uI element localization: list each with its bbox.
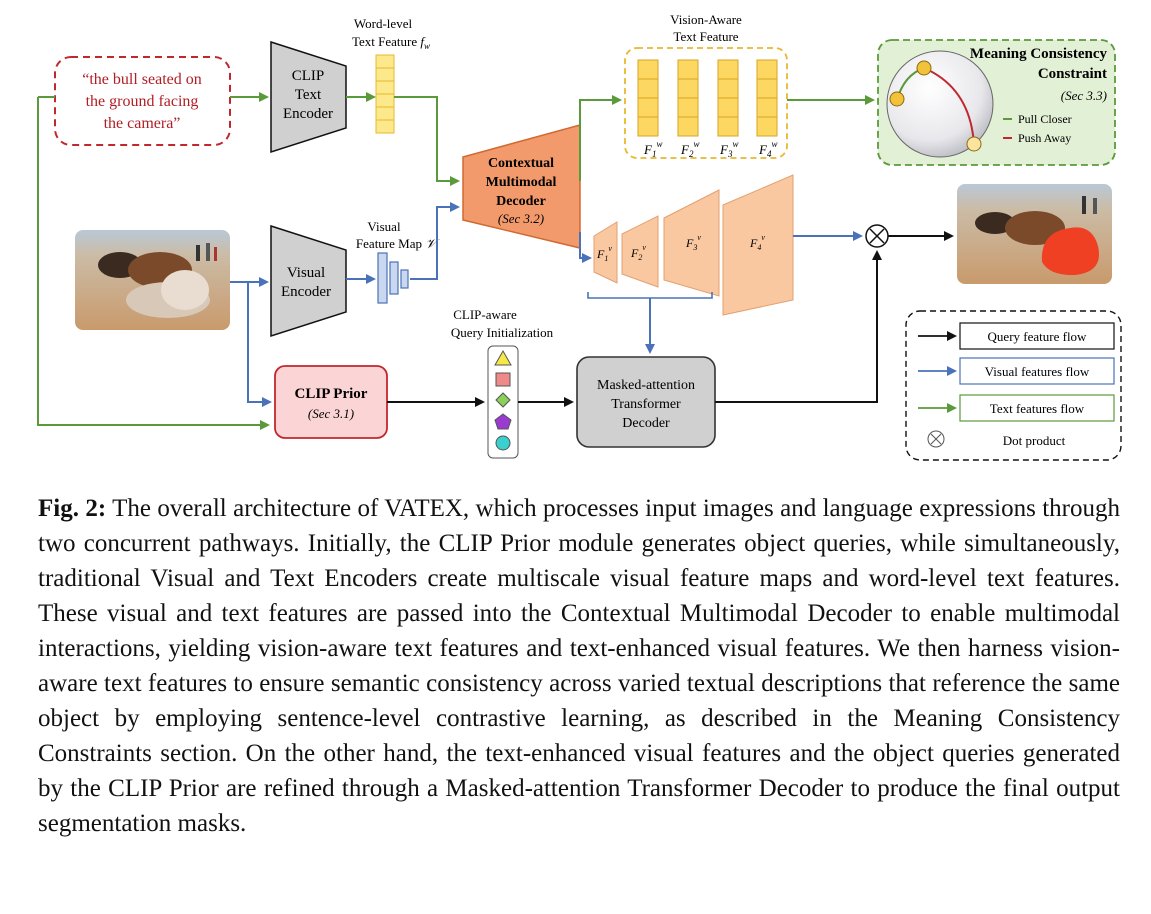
input-text-line3: the camera” [104, 115, 181, 132]
query-diamond [495, 392, 511, 408]
decoder-line3: Decoder [496, 194, 546, 209]
input-text-line1: “the bull seated on [82, 71, 202, 88]
transformer-line1: Masked-attention [597, 378, 695, 393]
legend-text-flow: Text features flow [990, 401, 1085, 416]
decoder-line2: Multimodal [486, 175, 557, 190]
text-flows [37, 92, 875, 430]
word-level-label-line1: Word-level [354, 16, 413, 31]
vis-feat-label-1: F1v [596, 244, 612, 263]
meaning-sec: (Sec 3.3) [1061, 88, 1107, 103]
text-feat-label-4: F4w [758, 139, 777, 159]
clip-text-encoder-line3: Encoder [283, 106, 333, 122]
query-pentagon [494, 413, 512, 430]
embedding-sphere [886, 50, 994, 158]
clip-prior-sec: (Sec 3.1) [308, 406, 354, 421]
input-image [75, 230, 230, 330]
query-init-line1: CLIP-aware [453, 307, 517, 322]
visual-flows [230, 202, 863, 407]
masked-attention-decoder: Masked-attention Transformer Decoder [576, 356, 716, 448]
clip-text-encoder-line1: CLIP [292, 68, 325, 84]
vision-aware-label-line1: Vision-Aware [670, 12, 742, 27]
caption-label: Fig. 2: [38, 495, 107, 522]
architecture-diagram: “the bull seated on the ground facing th… [37, 12, 1122, 461]
legend-visual-flow: Visual features flow [985, 364, 1090, 379]
text-feat-label-3: F3w [719, 139, 738, 159]
visual-feature-label-line2: Feature Map 𝒱 [356, 236, 440, 251]
output-image [957, 184, 1112, 284]
visual-feature-map: Visual Feature Map 𝒱 [356, 219, 440, 304]
visual-encoder-line1: Visual [287, 265, 325, 281]
query-initialization: CLIP-aware Query Initialization [451, 307, 554, 459]
anchor-point [916, 60, 932, 76]
vis-feat-label-3: F3v [685, 233, 701, 252]
clip-prior-title: CLIP Prior [295, 386, 368, 402]
legend-dot-product: Dot product [1003, 433, 1066, 448]
query-init-line2: Query Initialization [451, 325, 554, 340]
transformer-line3: Decoder [622, 416, 670, 431]
negative-point [966, 136, 982, 152]
clip-text-encoder-line2: Text [295, 87, 322, 103]
vision-aware-text-feature: Vision-Aware Text Feature F1w F2w F3w F4… [624, 12, 788, 159]
vision-aware-label-line2: Text Feature [673, 29, 738, 44]
transformer-line2: Transformer [611, 397, 681, 412]
query-square [495, 372, 511, 387]
visual-encoder: Visual Encoder [270, 224, 347, 338]
text-feat-label-2: F2w [680, 139, 699, 159]
meaning-title-line2: Constraint [1038, 66, 1107, 82]
meaning-title-line1: Meaning Consistency [970, 46, 1108, 62]
visual-feature-label-line1: Visual [367, 219, 401, 234]
positive-point [889, 91, 905, 107]
legend-query-flow: Query feature flow [988, 329, 1088, 344]
vis-feat-label-4: F4v [749, 233, 765, 252]
dot-product-node [865, 224, 889, 248]
input-text-box: “the bull seated on the ground facing th… [54, 56, 231, 146]
clip-text-encoder: CLIP Text Encoder [270, 40, 347, 154]
text-enhanced-visual-features: F1v F2v F3v F4v [587, 174, 794, 316]
query-flows [387, 231, 954, 407]
pull-closer-label: Pull Closer [1018, 112, 1072, 126]
clip-prior-module: CLIP Prior (Sec 3.1) [274, 365, 388, 439]
query-triangle [494, 349, 512, 366]
figure-caption: Fig. 2: The overall architecture of VATE… [38, 491, 1120, 841]
word-feature-column [375, 54, 395, 134]
input-text-line2: the ground facing [86, 93, 199, 110]
legend: Query feature flow Visual features flow … [905, 310, 1122, 461]
meaning-consistency-box: Meaning Consistency Constraint (Sec 3.3)… [877, 39, 1116, 166]
visual-encoder-line2: Encoder [281, 284, 331, 300]
caption-text: The overall architecture of VATEX, which… [38, 495, 1120, 837]
vis-feat-label-2: F2v [630, 243, 646, 262]
contextual-multimodal-decoder: Contextual Multimodal Decoder (Sec 3.2) [462, 124, 581, 249]
push-away-label: Push Away [1018, 131, 1071, 145]
decoder-sec: (Sec 3.2) [498, 211, 544, 226]
word-level-label-line2: Text Feature fw [352, 34, 430, 51]
decoder-line1: Contextual [488, 156, 554, 171]
text-feat-label-1: F1w [643, 139, 662, 159]
query-circle [495, 435, 511, 451]
word-level-text-feature: Word-level Text Feature fw [352, 16, 430, 134]
